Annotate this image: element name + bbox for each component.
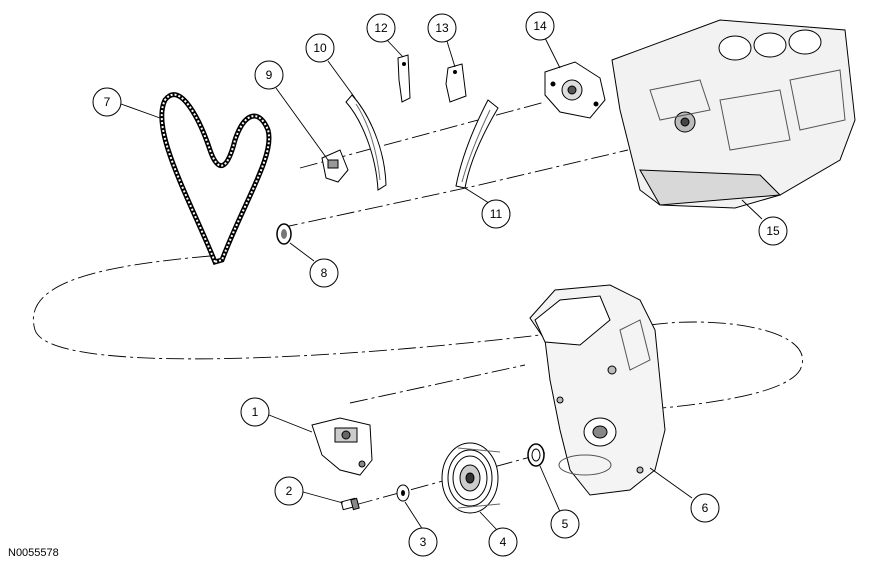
svg-text:5: 5 (562, 517, 569, 531)
crankshaft-sprocket (276, 223, 292, 245)
crankshaft-bolt (340, 497, 360, 511)
callout-7: 7 (92, 87, 122, 117)
callout-11: 11 (481, 199, 511, 229)
leader-lines (120, 37, 763, 531)
callout-4: 4 (488, 527, 518, 557)
assembly-loop-line-right (639, 321, 803, 411)
callout-8: 8 (309, 258, 339, 288)
svg-text:9: 9 (266, 68, 273, 82)
engine-block (611, 19, 856, 209)
chain-tensioner (321, 149, 349, 183)
callout-5: 5 (550, 509, 580, 539)
svg-text:1: 1 (252, 405, 259, 419)
svg-text:14: 14 (533, 19, 547, 33)
callout-2: 2 (274, 476, 304, 506)
callout-15: 15 (758, 216, 788, 246)
svg-text:13: 13 (435, 21, 449, 35)
figure-id: N0055578 (8, 547, 59, 559)
svg-text:3: 3 (420, 535, 427, 549)
crankshaft-pulley (441, 442, 501, 514)
guide-bracket-12 (397, 54, 411, 103)
callout-1: 1 (240, 397, 270, 427)
washer (396, 484, 410, 502)
svg-text:8: 8 (321, 266, 328, 280)
svg-text:11: 11 (490, 207, 503, 221)
svg-text:10: 10 (313, 41, 327, 55)
accessory-bracket (311, 417, 373, 476)
water-pump (544, 61, 606, 119)
callout-14: 14 (525, 11, 555, 41)
svg-text:2: 2 (286, 484, 293, 498)
assembly-loop-line (32, 255, 541, 360)
callout-6: 6 (690, 493, 720, 523)
callout-12: 12 (366, 13, 396, 43)
svg-text:15: 15 (766, 224, 780, 238)
engine-front-cover (529, 284, 666, 496)
guide-bracket-13 (445, 63, 467, 103)
chain-guide (455, 99, 499, 189)
callout-13: 13 (427, 13, 457, 43)
tensioner-arm (345, 94, 387, 191)
svg-text:7: 7 (104, 95, 111, 109)
svg-text:12: 12 (374, 21, 388, 35)
front-crankshaft-seal (527, 443, 545, 467)
svg-text:6: 6 (702, 501, 709, 515)
timing-chain (159, 92, 272, 266)
callout-3: 3 (408, 527, 438, 557)
callout-10: 10 (305, 33, 335, 63)
svg-text:4: 4 (500, 535, 507, 549)
callout-9: 9 (254, 60, 284, 90)
